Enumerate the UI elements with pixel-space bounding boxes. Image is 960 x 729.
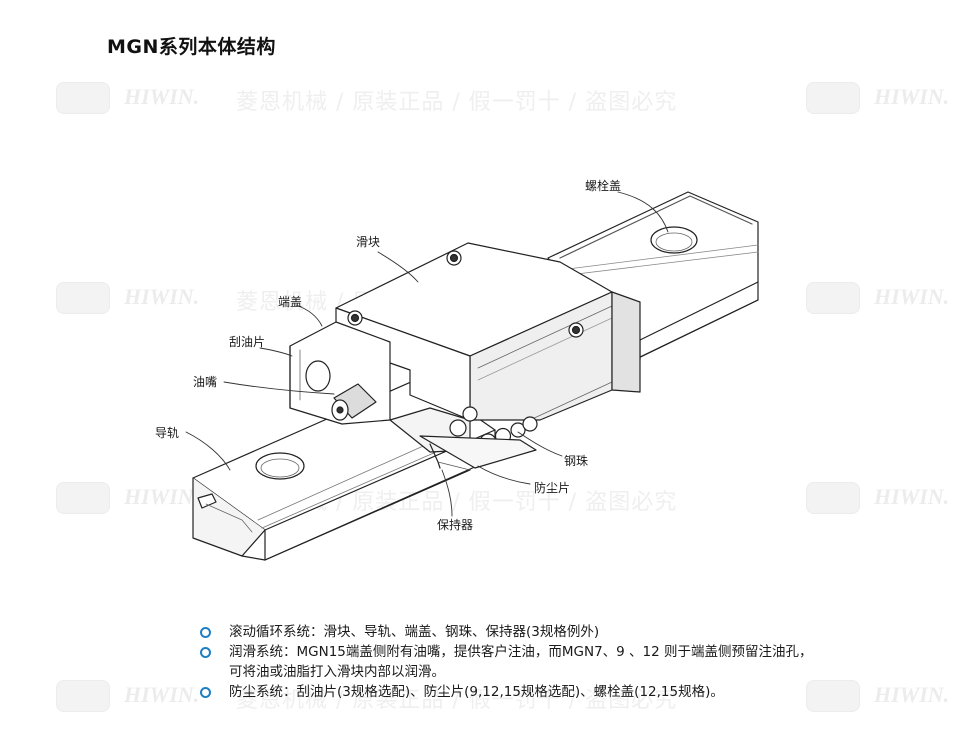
slider-block	[289, 242, 641, 453]
leader-dust-shield	[477, 465, 531, 485]
feature-text: 润滑系统：MGN15端盖侧附有油嘴，提供客户注油，而MGN7、9 、12 则于端…	[229, 644, 813, 680]
feature-list: 滚动循环系统：滑块、导轨、端盖、钢珠、保持器(3规格例外) 润滑系统：MGN15…	[200, 622, 820, 702]
feature-text: 滚动循环系统：滑块、导轨、端盖、钢珠、保持器(3规格例外)	[229, 624, 600, 640]
feature-item-lubrication: 润滑系统：MGN15端盖侧附有油嘴，提供客户注油，而MGN7、9 、12 则于端…	[200, 642, 820, 682]
page-title: MGN系列本体结构	[107, 36, 276, 58]
rail-bolt-cap-front	[260, 458, 300, 478]
label-steel-ball: 钢珠	[564, 454, 589, 468]
label-bolt-cap: 螺栓盖	[585, 179, 622, 193]
bullet-icon	[200, 687, 211, 698]
leader-grease-nipple	[223, 381, 335, 395]
label-grease-nipple: 油嘴	[193, 375, 218, 389]
label-rail: 导轨	[155, 426, 180, 440]
rail-bolt-cap	[655, 232, 693, 252]
leader-wiper	[259, 347, 293, 357]
bullet-icon	[200, 647, 211, 658]
rail-bolt-hole-front	[255, 452, 305, 480]
leader-retainer	[441, 469, 453, 517]
leader-rail	[185, 431, 231, 471]
grease-hole	[305, 360, 331, 392]
end-cap-back	[611, 291, 641, 393]
label-retainer: 保持器	[437, 518, 474, 532]
label-end-cap: 端盖	[278, 295, 303, 309]
label-wiper: 刮油片	[229, 335, 266, 349]
grease-nipple	[331, 383, 377, 421]
feature-text: 防尘系统：刮油片(3规格选配)、防尘片(9,12,15规格选配)、螺栓盖(12,…	[229, 684, 724, 700]
leader-steel-ball	[517, 431, 563, 457]
label-dust-shield: 防尘片	[534, 481, 571, 495]
leader-slider	[377, 251, 419, 283]
rail-bolt-hole	[650, 226, 698, 254]
bullet-icon	[200, 627, 211, 638]
feature-item-rolling: 滚动循环系统：滑块、导轨、端盖、钢珠、保持器(3规格例外)	[200, 622, 820, 642]
label-slider: 滑块	[356, 235, 381, 249]
feature-item-dustproof: 防尘系统：刮油片(3规格选配)、防尘片(9,12,15规格选配)、螺栓盖(12,…	[200, 682, 820, 702]
leader-end-cap	[295, 304, 323, 327]
leader-lines	[185, 191, 669, 517]
dust-shield	[419, 435, 537, 469]
leader-bolt-cap	[617, 191, 669, 233]
